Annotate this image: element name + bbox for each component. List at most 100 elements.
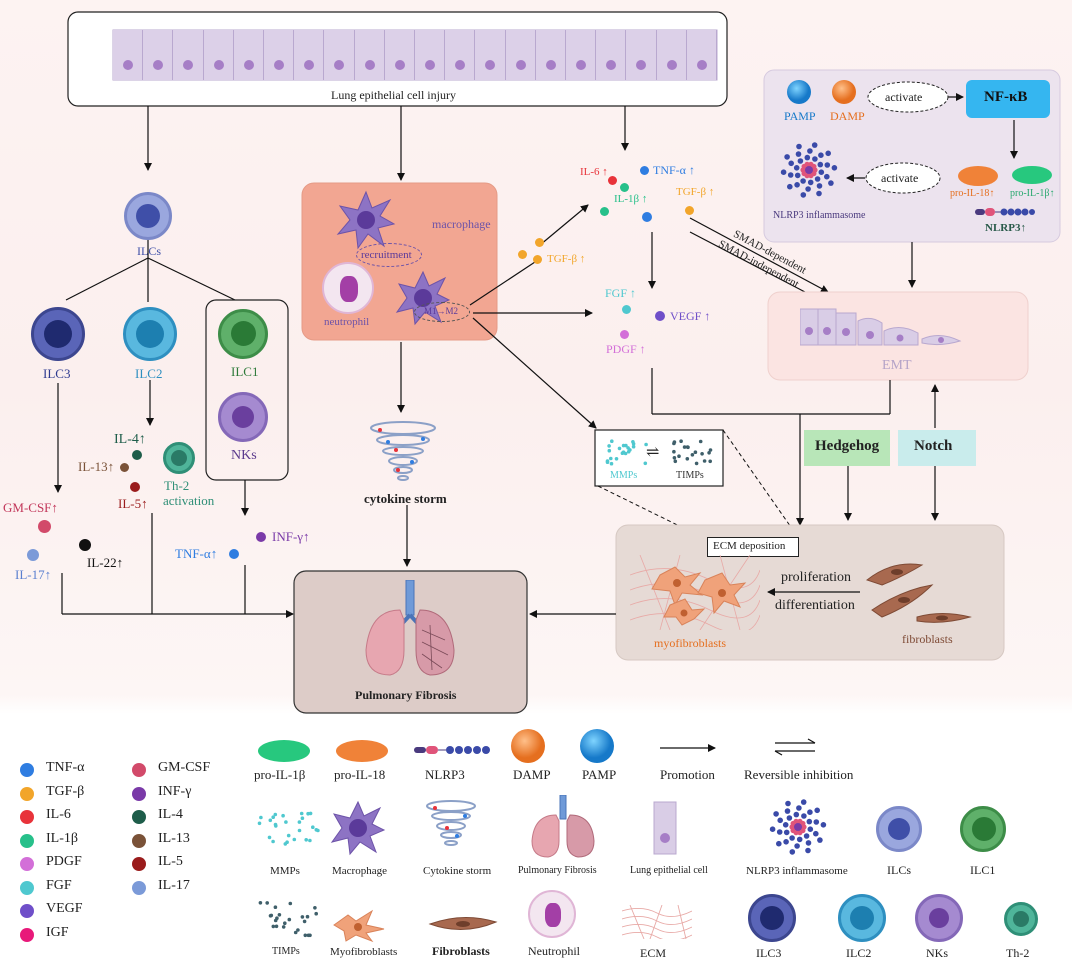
mmps-dots-icon <box>602 438 650 466</box>
legend-damp-label: DAMP <box>513 767 551 782</box>
epithelial-cell <box>173 30 204 80</box>
legend-cytokine-storm-icon <box>425 800 477 856</box>
tgfb-right-dot <box>685 206 694 215</box>
ecm-deposition-label: ECM deposition <box>713 540 786 552</box>
epithelial-cell <box>294 30 325 80</box>
tnfa-dot-2 <box>642 212 652 222</box>
ilc2-cell-icon <box>123 307 177 361</box>
il17-label: IL-17↑ <box>15 567 52 582</box>
inflammasome-label: NLRP3 inflammasome <box>773 210 866 221</box>
legend-ilc3-icon <box>748 894 796 942</box>
timps-label: TIMPs <box>676 470 704 481</box>
nlrp3-inflammasome-icon <box>773 134 845 206</box>
fibroblasts-icon <box>862 555 972 630</box>
legend-dot <box>132 763 146 777</box>
epithelial-cell <box>596 30 627 80</box>
mmps-label: MMPs <box>610 470 638 481</box>
m1m2-label: M1→M2 <box>424 306 459 316</box>
epithelial-cell <box>143 30 174 80</box>
legend-ilc1-icon <box>960 806 1006 852</box>
epithelial-cell <box>233 30 264 80</box>
il13-label: IL-13↑ <box>78 459 115 474</box>
emt-cells-icon <box>800 305 990 347</box>
vegf-dot <box>655 311 665 321</box>
legend-nlrp3-label: NLRP3 <box>425 767 465 782</box>
infg-dot <box>256 532 266 542</box>
legend-label: IL-6 <box>46 807 71 822</box>
pulmonary-fibrosis-label: Pulmonary Fibrosis <box>355 688 457 702</box>
gmcsf-dot <box>38 520 51 533</box>
m1m2-oval <box>414 302 470 322</box>
il5-dot <box>130 482 140 492</box>
legend-cytokine-storm-label: Cytokine storm <box>423 865 492 877</box>
damp-icon <box>831 79 857 105</box>
il13-dot <box>120 463 129 472</box>
legend-dot <box>20 904 34 918</box>
legend-dot <box>132 810 146 824</box>
proliferation-label: proliferation <box>781 570 851 585</box>
legend-nks-icon <box>915 894 963 942</box>
epithelial-cell <box>566 30 597 80</box>
vegf-label: VEGF ↑ <box>670 309 711 323</box>
pro-il18-icon <box>958 166 998 186</box>
legend-dot <box>20 857 34 871</box>
legend-promotion-label: Promotion <box>660 767 715 782</box>
infg-label: INF-γ↑ <box>272 529 310 544</box>
legend-ecm-label: ECM <box>640 946 667 960</box>
legend-damp-icon <box>510 728 546 764</box>
legend-pro-il18-icon <box>336 740 388 762</box>
epithelial-cell <box>535 30 566 80</box>
legend-dot <box>20 880 34 895</box>
legend-label: GM-CSF <box>158 760 211 775</box>
th2-label: Th-2 <box>164 478 190 493</box>
legend-dot <box>20 763 34 777</box>
legend-mmps-label: MMPs <box>270 865 300 877</box>
fgf-dot <box>622 305 631 314</box>
tgfb-right-label: TGF-β ↑ <box>676 186 715 198</box>
legend-ilc1-label: ILC1 <box>970 863 996 877</box>
reversible-inhibition-icon: ⇌ <box>646 444 660 461</box>
ilc2-label: ILC2 <box>135 366 163 381</box>
legend-ilcs-icon <box>876 806 922 852</box>
pro-il1b-icon <box>1012 166 1052 184</box>
legend-timps-icon <box>256 900 320 938</box>
epithelial-cell <box>475 30 506 80</box>
damp-label: DAMP <box>830 109 865 123</box>
fibroblasts-label: fibroblasts <box>902 632 953 646</box>
legend-th2-icon <box>1004 902 1038 936</box>
tnfa-label: TNF-α ↑ <box>653 163 695 177</box>
differentiation-label: differentiation <box>775 598 855 613</box>
epithelial-cell <box>415 30 446 80</box>
legend-dot <box>20 810 34 824</box>
legend-label: INF-γ <box>158 783 192 799</box>
legend-fibroblast-icon <box>428 912 498 936</box>
lungs-icon <box>360 580 460 680</box>
legend-myofibroblasts-icon <box>328 905 388 943</box>
legend-label: FGF <box>46 877 72 893</box>
legend-reversible-inhibition-label: Reversible inhibition <box>744 767 854 782</box>
legend-epithelial-cell-icon <box>652 800 678 856</box>
activate-label-2: activate <box>881 171 919 185</box>
ilcs-label: ILCs <box>137 244 161 258</box>
legend-macrophage-label: Macrophage <box>332 865 387 877</box>
legend-dot <box>20 833 34 848</box>
legend-nlrp3-inflammasome-label: NLRP3 inflammasome <box>746 865 848 877</box>
legend-dot <box>132 786 146 801</box>
legend-nlrp3-icon <box>414 744 494 756</box>
epithelial-cell <box>384 30 415 80</box>
tgfb-left-dot-1 <box>535 238 544 247</box>
hedgehog-label: Hedgehog <box>815 438 880 454</box>
nfkb-box <box>966 80 1050 118</box>
legend-myofibroblasts-label: Myofibroblasts <box>330 946 398 958</box>
th2-activation-label: activation <box>163 493 215 508</box>
legend-dot <box>132 857 146 871</box>
epithelial-cell <box>324 30 355 80</box>
legend-nlrp3-inflammasome-icon <box>766 795 830 859</box>
legend-label: TGF-β <box>46 783 85 799</box>
nk-cell-icon <box>218 392 268 442</box>
legend-neutrophil-label: Neutrophil <box>528 944 580 958</box>
legend-pulmonary-fibrosis-label: Pulmonary Fibrosis <box>518 865 597 876</box>
legend-dot <box>20 927 34 942</box>
